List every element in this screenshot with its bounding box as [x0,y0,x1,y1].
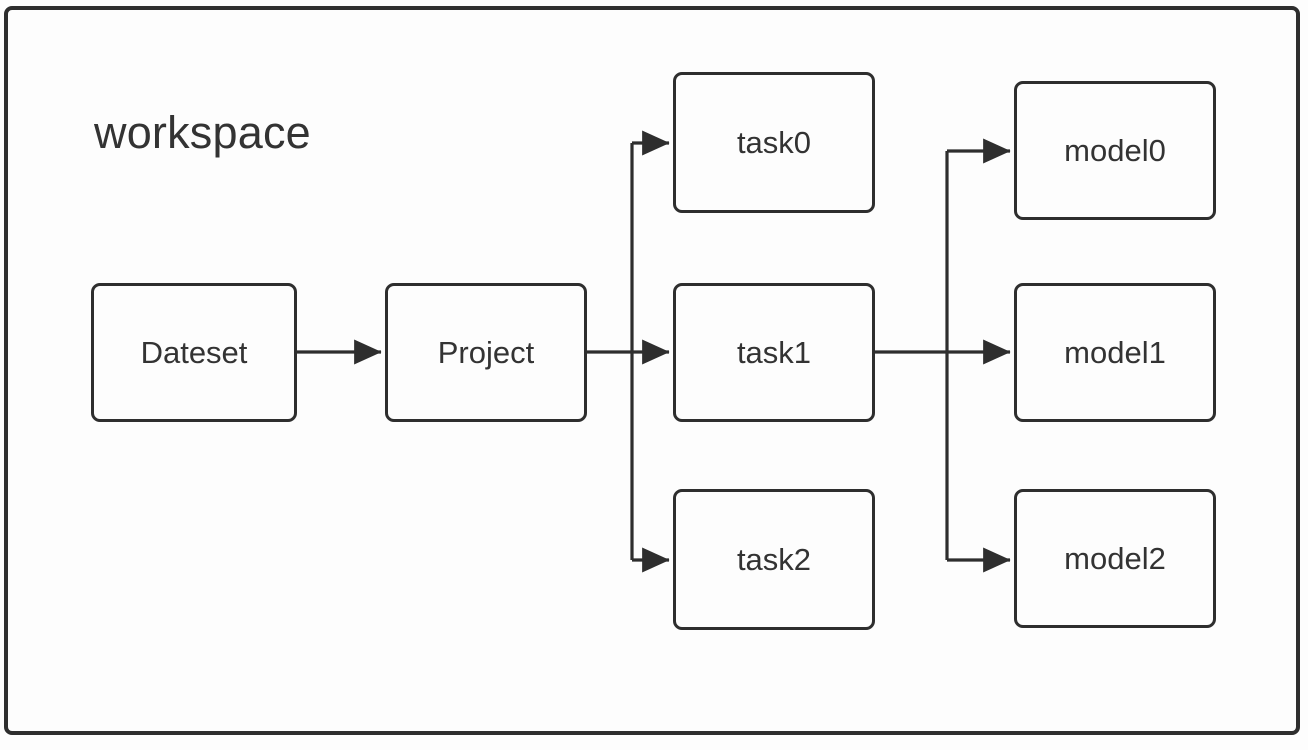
node-label-task0: task0 [736,125,812,160]
node-label-model1: model1 [1064,335,1166,370]
node-model0[interactable]: model0 [1014,81,1216,220]
node-label-project: Project [437,335,535,370]
workspace-title: workspace [94,107,311,158]
node-model2[interactable]: model2 [1014,489,1216,628]
node-label-dateset: Dateset [140,335,248,370]
node-task2[interactable]: task2 [673,489,875,630]
node-dateset[interactable]: Dateset [91,283,297,422]
node-project[interactable]: Project [385,283,587,422]
node-model1[interactable]: model1 [1014,283,1216,422]
node-task1[interactable]: task1 [673,283,875,422]
node-label-task2: task2 [736,542,812,577]
node-task0[interactable]: task0 [673,72,875,213]
node-label-task1: task1 [736,335,812,370]
node-label-model2: model2 [1064,541,1166,576]
node-label-model0: model0 [1064,133,1166,168]
